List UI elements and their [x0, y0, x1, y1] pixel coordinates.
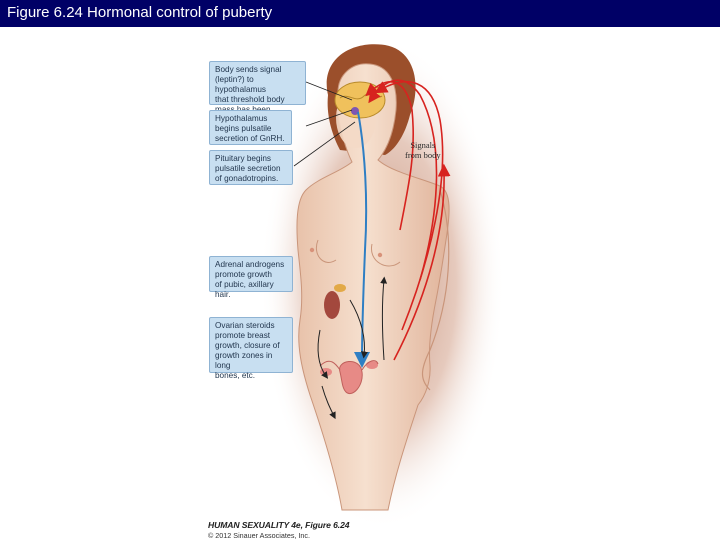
- label-pituitary: Pituitary begins pulsatile secretion of …: [209, 150, 293, 185]
- page-title: Figure 6.24 Hormonal control of puberty: [7, 4, 273, 21]
- brain: [334, 81, 386, 119]
- breast-right: [371, 243, 401, 267]
- signal-arrow-4: [393, 163, 451, 361]
- ovary-right: [366, 361, 378, 369]
- signals-from-body-label: Signals from body: [405, 140, 441, 160]
- uterus: [339, 361, 363, 394]
- pituitary-down-arrow: [317, 329, 329, 379]
- adrenal-gland: [334, 284, 346, 292]
- hypothalamus: [351, 107, 359, 115]
- label-hypothalamus: Hypothalamus begins pulsatile secretion …: [209, 110, 292, 145]
- signal-arrow-2: [368, 79, 438, 281]
- arm: [421, 189, 450, 391]
- bone-arrow: [321, 385, 336, 420]
- adrenal-arrow: [349, 299, 368, 359]
- credit-line-1: HUMAN SEXUALITY 4e, Figure 6.24: [208, 520, 350, 530]
- label-adrenal-androgens: Adrenal androgens promote growth of pubi…: [209, 256, 293, 299]
- kidney: [324, 291, 340, 319]
- label-body-signal: Body sends signal (leptin?) to hypothala…: [209, 61, 306, 124]
- label-ovarian-steroids: Ovarian steroids promote breast growth, …: [209, 317, 293, 380]
- breast-left: [316, 239, 337, 263]
- credit-line-2: © 2012 Sinauer Associates, Inc.: [208, 531, 310, 540]
- ovary-arrow-up: [380, 276, 388, 361]
- signal-arrow-3: [374, 81, 444, 331]
- title-bar: Figure 6.24 Hormonal control of puberty: [0, 0, 720, 27]
- body-silhouette: [296, 63, 450, 511]
- figure-credit: HUMAN SEXUALITY 4e, Figure 6.24 © 2012 S…: [208, 520, 350, 540]
- puberty-illustration: [260, 37, 505, 531]
